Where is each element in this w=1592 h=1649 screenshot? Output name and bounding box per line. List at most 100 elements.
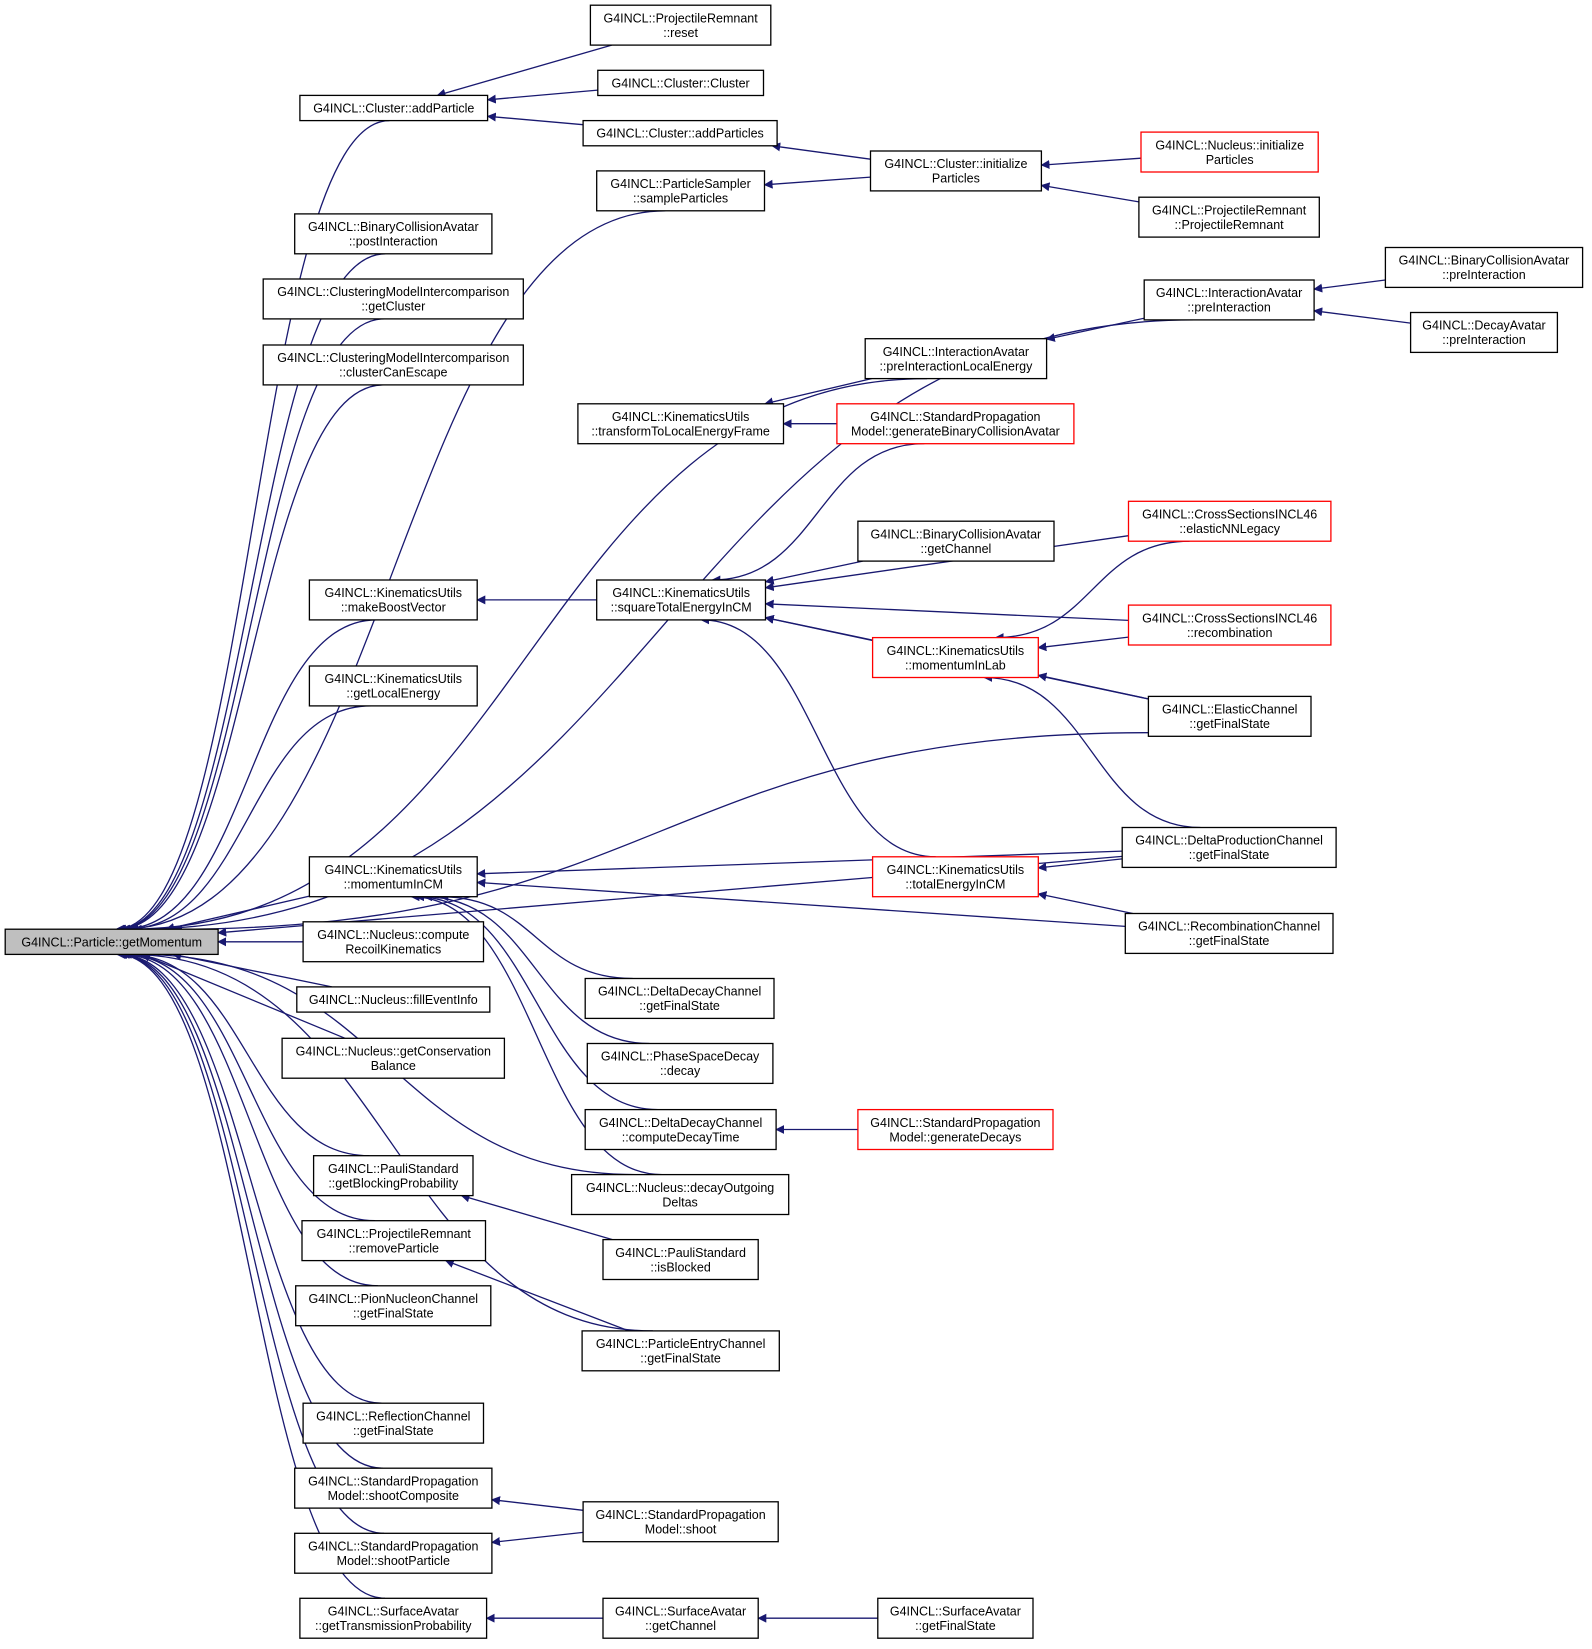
node-box [294,1467,493,1509]
call-arrow [460,1193,613,1241]
node-label: Balance [371,1059,416,1073]
graph-node[interactable]: G4INCL::Cluster::Cluster [597,69,765,97]
graph-node[interactable]: G4INCL::Cluster::addParticles [582,119,778,147]
edge-n17-to-n21 [711,442,925,585]
graph-node[interactable]: G4INCL::ProjectileRemnant::ProjectileRem… [1138,196,1320,238]
node-box [299,1597,488,1639]
edge-n19-to-n21 [764,560,863,585]
call-arrow [1045,317,1145,342]
edge-n32-to-n27 [439,892,633,980]
node-box [1138,196,1320,238]
graph-node[interactable]: G4INCL::StandardPropagationModel::shootP… [294,1532,493,1574]
node-label: G4INCL::ElasticChannel [1162,703,1297,717]
graph-node[interactable]: G4INCL::DecayAvatar::preInteraction [1409,311,1559,354]
call-arrow [764,377,872,407]
node-label: ::getChannel [645,1619,716,1633]
graph-node[interactable]: G4INCL::DeltaProductionChannel::getFinal… [1121,826,1337,869]
node-label: ::getFinalState [353,1306,434,1320]
graph-node[interactable]: G4INCL::SurfaceAvatar::getFinalState [877,1597,1034,1639]
node-label: ::getFinalState [639,999,720,1013]
node-label: G4INCL::KinematicsUtils [612,586,750,600]
graph-node[interactable]: G4INCL::InteractionAvatar::preInteractio… [1143,279,1315,321]
call-arrow [444,1259,629,1332]
graph-node[interactable]: G4INCL::PauliStandard::isBlocked [602,1238,759,1281]
graph-node[interactable]: G4INCL::ParticleEntryChannel::getFinalSt… [581,1330,780,1372]
node-label: ::isBlocked [650,1260,710,1274]
graph-node[interactable]: G4INCL::StandardPropagationModel::shootC… [294,1467,493,1509]
call-arrow [711,442,925,585]
call-arrow [1037,672,1149,700]
graph-node[interactable]: G4INCL::CrossSectionsINCL46::recombinati… [1127,604,1332,646]
graph-node[interactable]: G4INCL::KinematicsUtils::transformToLoca… [577,403,785,445]
graph-node[interactable]: G4INCL::Cluster::addParticle [299,94,489,122]
graph-node[interactable]: G4INCL::Nucleus::fillEventInfo [296,986,491,1013]
graph-node[interactable]: G4INCL::BinaryCollisionAvatar::postInter… [294,213,493,255]
node-label: ::getFinalState [1189,934,1270,948]
call-arrow [491,1531,584,1546]
node-label: G4INCL::KinematicsUtils [325,863,463,877]
node-label: ::getFinalState [640,1352,721,1366]
graph-node[interactable]: G4INCL::DeltaDecayChannel::computeDecayT… [584,1108,777,1151]
node-label: G4INCL::Particle::getMomentum [21,935,202,949]
edge-n18-to-n23 [994,540,1190,643]
graph-node[interactable]: G4INCL::DeltaDecayChannel::getFinalState [584,977,775,1020]
graph-node[interactable]: G4INCL::KinematicsUtils::makeBoostVector [308,579,478,621]
node-label: G4INCL::BinaryCollisionAvatar [308,220,479,234]
node-label: G4INCL::BinaryCollisionAvatar [1399,254,1570,268]
node-label: G4INCL::Nucleus::getConservation [296,1044,491,1058]
edge-n45-to-n44 [491,1496,584,1511]
graph-node[interactable]: G4INCL::StandardPropagationModel::genera… [836,403,1075,445]
graph-node[interactable]: G4INCL::CrossSectionsINCL46::elasticNNLe… [1127,500,1332,542]
graph-node[interactable]: G4INCL::ParticleSampler::sampleParticles [596,170,766,212]
node-label: G4INCL::ParticleEntryChannel [596,1337,766,1351]
graph-node[interactable]: G4INCL::KinematicsUtils::momentumInCM [308,856,478,898]
node-box [1384,246,1584,289]
graph-node[interactable]: G4INCL::RecombinationChannel::getFinalSt… [1124,912,1334,955]
edge-n39-to-n0 [122,949,376,1222]
edge-n12-to-n15 [1045,317,1145,342]
node-label: G4INCL::PhaseSpaceDecay [601,1050,760,1064]
graph-node[interactable]: G4INCL::ClusteringModelIntercomparison::… [262,344,524,386]
graph-node[interactable]: G4INCL::ElasticChannel::getFinalState [1147,695,1312,737]
node-box [596,170,766,212]
graph-node[interactable]: G4INCL::BinaryCollisionAvatar::preIntera… [1384,246,1584,289]
graph-node[interactable]: G4INCL::BinaryCollisionAvatar::getChanne… [857,520,1055,562]
graph-node[interactable]: G4INCL::KinematicsUtils::getLocalEnergy [308,665,478,707]
node-label: G4INCL::StandardPropagation [870,1116,1040,1130]
graph-node[interactable]: G4INCL::KinematicsUtils::squareTotalEner… [596,579,767,621]
call-arrow [122,949,376,1222]
node-label: G4INCL::SurfaceAvatar [890,1605,1021,1619]
call-arrow [1040,182,1140,203]
graph-node[interactable]: G4INCL::PhaseSpaceDecay::decay [586,1042,774,1085]
graph-node[interactable]: G4INCL::StandardPropagationModel::genera… [857,1108,1054,1151]
graph-node[interactable]: G4INCL::SurfaceAvatar::getChannel [602,1597,759,1639]
node-label: ::clusterCanEscape [339,366,447,380]
graph-node[interactable]: G4INCL::KinematicsUtils::totalEnergyInCM [871,856,1039,898]
node-label: G4INCL::KinematicsUtils [325,586,463,600]
edge-n6-to-n5 [1040,157,1142,170]
call-arrow [121,619,377,934]
graph-node[interactable]: G4INCL::InteractionAvatar::preInteractio… [864,338,1048,380]
graph-node[interactable]: G4INCL::SurfaceAvatar::getTransmissionPr… [299,1597,488,1639]
call-arrow [1037,891,1133,915]
graph-node[interactable]: G4INCL::PauliStandard::getBlockingProbab… [312,1155,474,1197]
node-box [871,856,1039,898]
graph-node[interactable]: G4INCL::ProjectileRemnant::reset [589,4,772,46]
edge-n35-to-n27 [415,892,659,1111]
node-label: G4INCL::ProjectileRemnant [317,1227,472,1241]
graph-node[interactable]: G4INCL::PionNucleonChannel::getFinalStat… [295,1285,492,1327]
node-label: G4INCL::PauliStandard [328,1162,459,1176]
graph-node[interactable]: G4INCL::KinematicsUtils::momentumInLab [871,636,1039,679]
graph-node[interactable]: G4INCL::ReflectionChannel::getFinalState [302,1402,485,1444]
graph-node[interactable]: G4INCL::ProjectileRemnant::removeParticl… [301,1220,487,1262]
graph-node[interactable]: G4INCL::ClusteringModelIntercomparison::… [262,278,524,320]
node-label: G4INCL::ClusteringModelIntercomparison [277,285,509,299]
root-node[interactable]: G4INCL::Particle::getMomentum [4,928,219,956]
node-label: ::decay [660,1064,701,1078]
